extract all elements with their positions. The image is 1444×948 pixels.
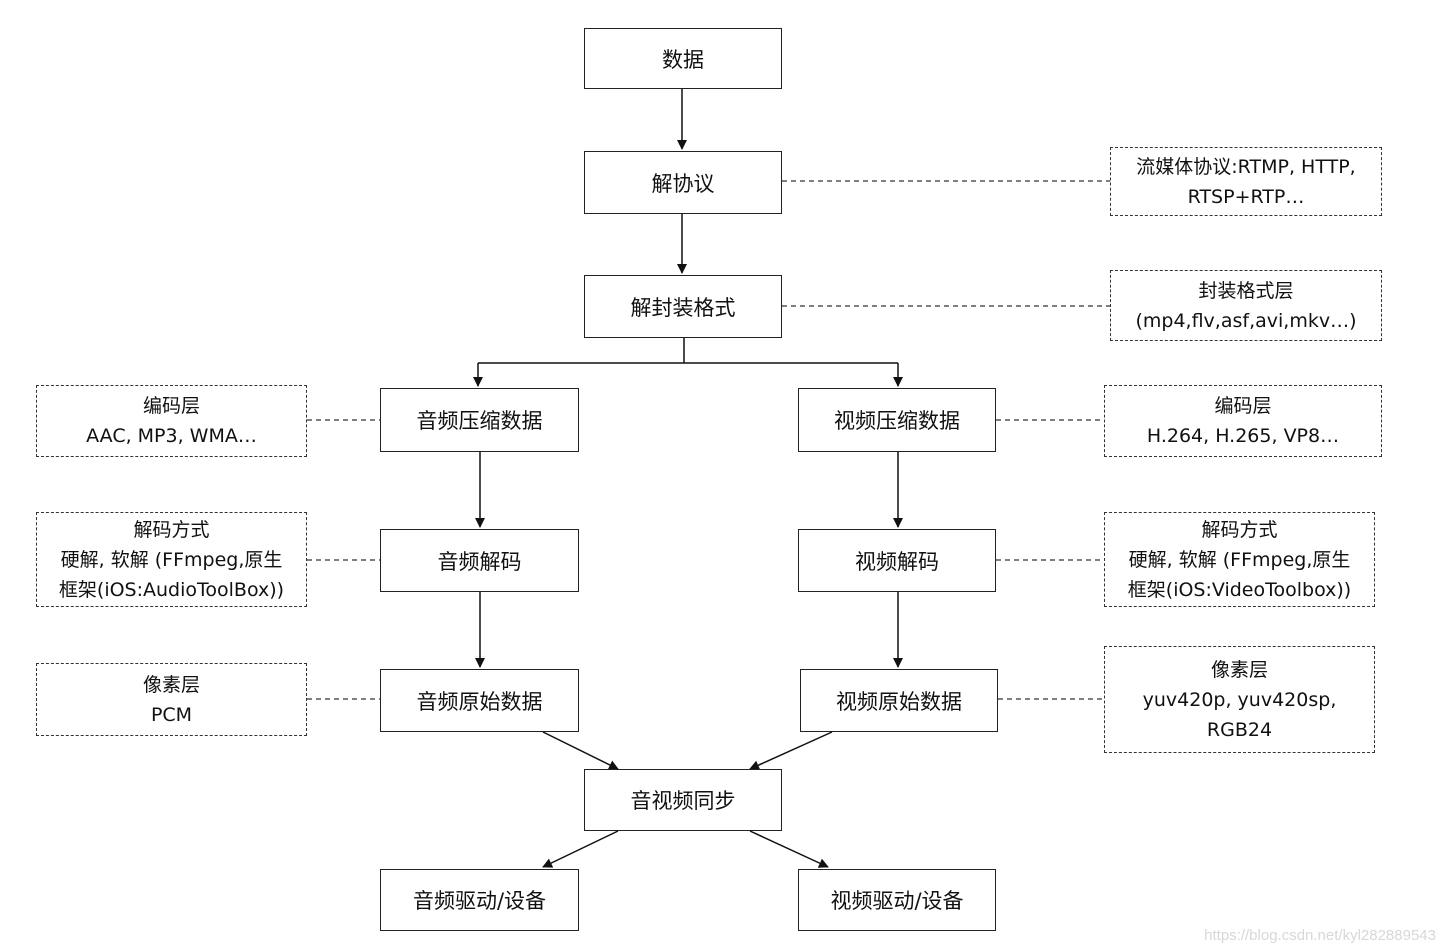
note-line: 像素层: [1210, 658, 1268, 681]
note-video-decoder: 解码方式 硬解, 软解 (FFmpeg,原生 框架(iOS:VideoToolb…: [1104, 512, 1375, 607]
note-line: 封装格式层: [1198, 279, 1294, 302]
note-line: 流媒体协议:RTMP, HTTP,: [1136, 155, 1356, 178]
node-video-decode: 视频解码: [798, 529, 996, 592]
note-audio-decoder: 解码方式 硬解, 软解 (FFmpeg,原生 框架(iOS:AudioToolB…: [36, 512, 307, 607]
note-line: 解码方式: [1201, 518, 1278, 541]
arrow-video-raw-to-sync: [749, 731, 833, 770]
note-line: 编码层: [142, 395, 200, 417]
source-watermark: https://blog.csdn.net/kyl282889543: [1204, 927, 1436, 944]
note-video-codec: 编码层 H.264, H.265, VP8…: [1104, 385, 1382, 457]
note-video-pixel: 像素层 yuv420p, yuv420sp, RGB24: [1104, 646, 1375, 753]
node-audio-compressed: 音频压缩数据: [380, 388, 579, 452]
node-protocol: 解协议: [584, 151, 782, 214]
node-video-raw: 视频原始数据: [800, 669, 998, 732]
arrow-audio-raw-to-sync: [542, 731, 619, 770]
note-audio-pixel: 像素层 PCM: [36, 663, 307, 736]
note-container-formats: 封装格式层 (mp4,flv,asf,avi,mkv…): [1110, 270, 1382, 341]
note-line: 像素层: [142, 673, 200, 696]
note-line: 编码层: [1214, 395, 1272, 417]
arrow-sync-to-video-device: [749, 830, 829, 868]
node-video-compressed: 视频压缩数据: [798, 388, 996, 452]
node-video-device: 视频驱动/设备: [798, 869, 996, 931]
note-line: H.264, H.265, VP8…: [1146, 425, 1340, 447]
note-line: 硬解, 软解 (FFmpeg,原生: [1128, 548, 1351, 571]
node-data: 数据: [584, 28, 782, 89]
node-audio-device: 音频驱动/设备: [380, 869, 579, 931]
node-audio-decode: 音频解码: [380, 529, 579, 592]
note-line: RTSP+RTP…: [1187, 185, 1305, 208]
note-line: (mp4,flv,asf,avi,mkv…): [1135, 309, 1357, 332]
note-line: 解码方式: [133, 518, 210, 541]
node-audio-raw: 音频原始数据: [380, 669, 579, 732]
note-line: PCM: [150, 703, 193, 726]
node-av-sync: 音视频同步: [584, 769, 782, 831]
note-audio-codec: 编码层 AAC, MP3, WMA…: [36, 385, 307, 457]
note-line: AAC, MP3, WMA…: [86, 425, 257, 447]
node-demux: 解封装格式: [584, 275, 782, 338]
note-line: RGB24: [1206, 718, 1273, 741]
note-streaming-protocols: 流媒体协议:RTMP, HTTP, RTSP+RTP…: [1110, 147, 1382, 216]
note-line: 框架(iOS:VideoToolbox)): [1127, 578, 1352, 601]
note-line: yuv420p, yuv420sp,: [1142, 688, 1337, 711]
note-line: 框架(iOS:AudioToolBox)): [58, 578, 285, 601]
note-line: 硬解, 软解 (FFmpeg,原生: [60, 548, 283, 571]
arrow-sync-to-audio-device: [542, 830, 619, 868]
